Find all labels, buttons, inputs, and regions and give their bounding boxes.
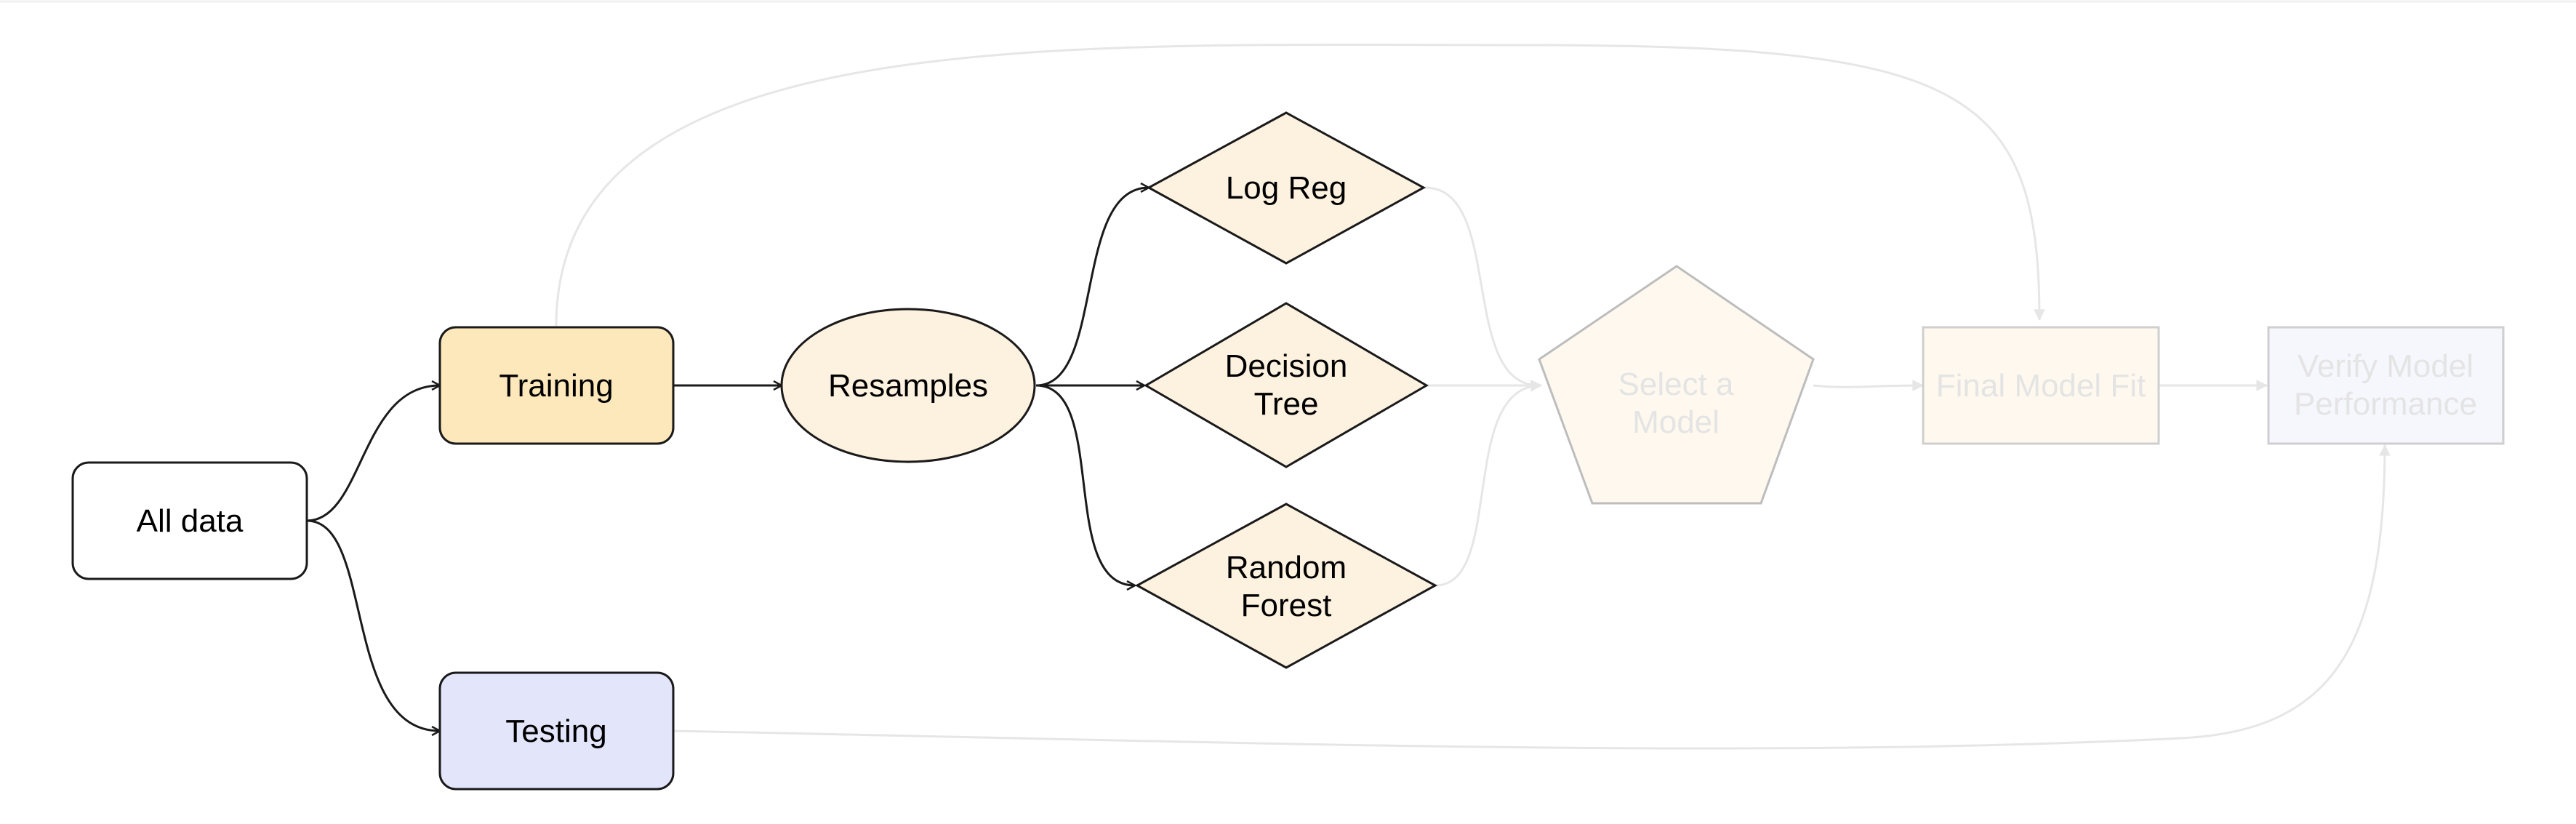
edge-training-to-final-fit — [555, 43, 2045, 327]
node-all-data-label: All data — [137, 503, 244, 539]
edge-testing-to-verify — [673, 444, 2391, 750]
node-decision-tree-label-1: Decision — [1225, 348, 1348, 384]
node-log-reg-label: Log Reg — [1226, 170, 1347, 206]
node-decision-tree: Decision Tree — [1144, 302, 1429, 468]
node-verify-label-2: Performance — [2294, 386, 2477, 422]
node-random-forest-label-1: Random — [1226, 550, 1347, 585]
node-testing-label: Testing — [505, 713, 606, 749]
edge-all-data-to-training — [306, 385, 440, 522]
node-verify-performance: Verify Model Performance — [2267, 326, 2505, 445]
edge-logreg-to-select — [1424, 186, 1543, 392]
node-select-model-label-1: Select a — [1618, 367, 1735, 402]
edge-resamples-to-forest — [1035, 384, 1135, 585]
node-select-model-label-2: Model — [1632, 404, 1720, 440]
node-training: Training — [438, 326, 675, 445]
node-training-label: Training — [499, 368, 613, 404]
node-log-reg: Log Reg — [1146, 111, 1427, 265]
node-all-data: All data — [71, 461, 308, 580]
edge-forest-to-select — [1435, 380, 1543, 587]
node-testing: Testing — [438, 671, 675, 791]
edge-resamples-to-logreg — [1035, 188, 1149, 387]
node-decision-tree-label-2: Tree — [1254, 386, 1319, 422]
edge-all-data-to-testing — [306, 519, 440, 731]
node-final-model-fit: Final Model Fit — [1922, 326, 2160, 445]
node-final-model-fit-label: Final Model Fit — [1936, 368, 2146, 404]
node-random-forest-label-2: Forest — [1241, 588, 1332, 623]
node-verify-label-1: Verify Model — [2298, 348, 2473, 384]
node-resamples-label: Resamples — [828, 368, 988, 404]
node-resamples: Resamples — [780, 308, 1036, 463]
node-select-model: Select a Model — [1538, 265, 1815, 505]
edge-select-to-final-fit — [1813, 380, 1925, 391]
node-random-forest: Random Forest — [1134, 503, 1438, 669]
